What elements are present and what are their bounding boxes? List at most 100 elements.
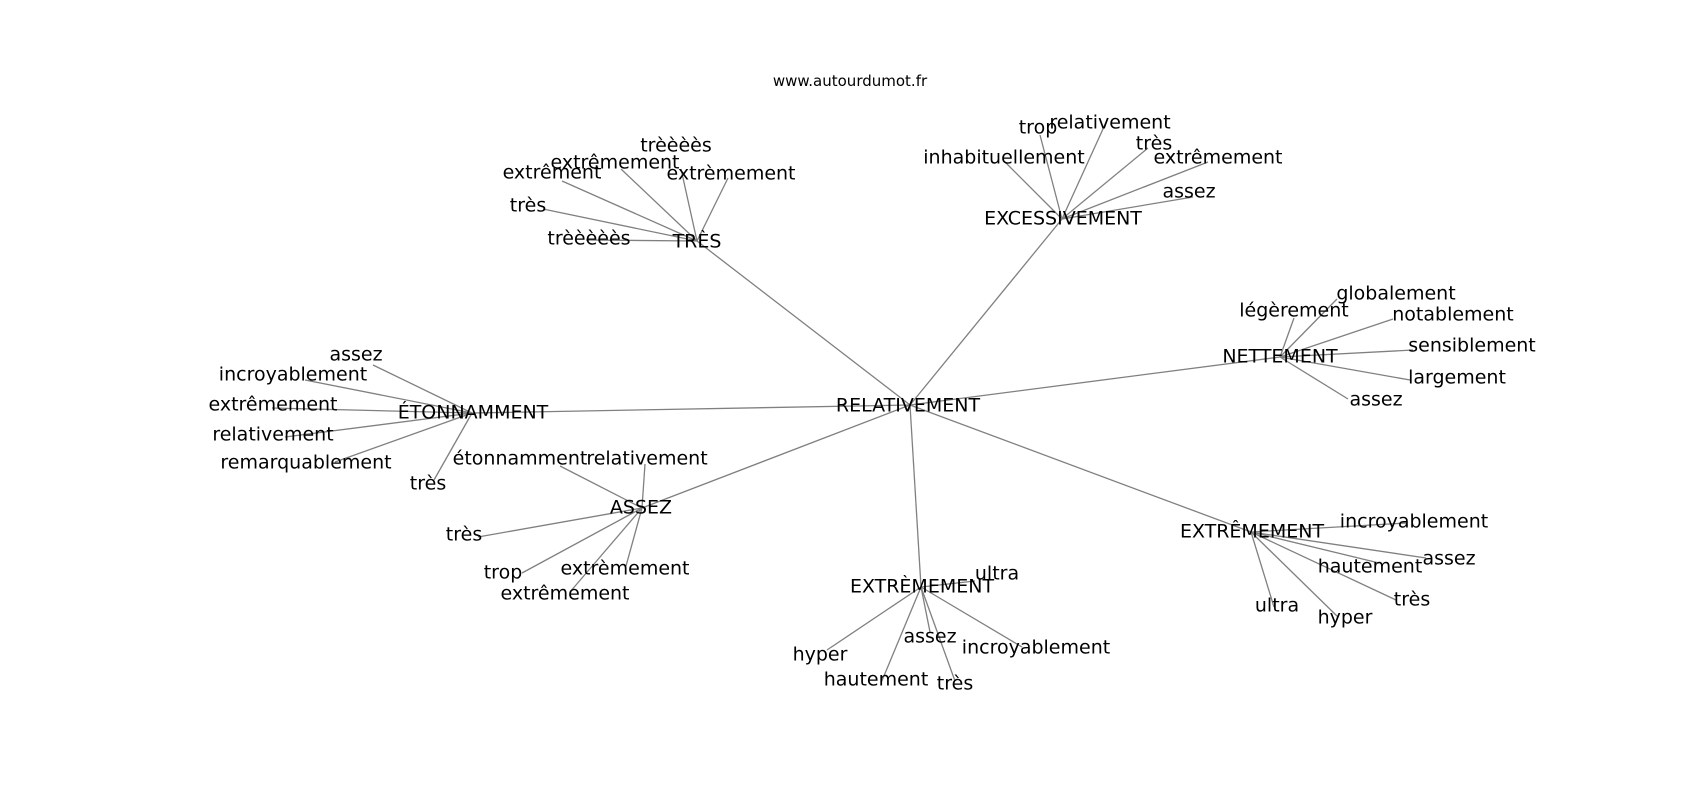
edge-center-hub xyxy=(471,404,911,414)
edge-hub-leaf xyxy=(696,177,729,242)
leaf-word[interactable]: trop xyxy=(484,562,523,584)
leaf-word[interactable]: étonnamment xyxy=(453,448,588,470)
hub-word[interactable]: EXTRÈMEMENT xyxy=(850,575,995,598)
source-url: www.autourdumot.fr xyxy=(772,72,928,90)
leaf-word[interactable]: très xyxy=(446,524,482,546)
leaf-word[interactable]: extrêmement xyxy=(550,152,679,174)
leaf-word[interactable]: très xyxy=(410,473,446,495)
edge-hub-leaf xyxy=(1279,317,1295,358)
leaf-word[interactable]: relativement xyxy=(1049,112,1170,134)
edge-center-hub xyxy=(909,356,1281,406)
leaf-word[interactable]: extrêmement xyxy=(208,394,337,416)
edge-center-hub xyxy=(909,218,1063,406)
edge-hub-leaf xyxy=(1250,522,1408,533)
leaf-word[interactable]: hautement xyxy=(824,669,929,691)
edge-hub-leaf xyxy=(625,507,643,567)
leaf-word[interactable]: assez xyxy=(1349,389,1402,411)
hub-word[interactable]: EXTRÊMEMENT xyxy=(1180,520,1325,543)
leaf-word[interactable]: globalement xyxy=(1336,283,1455,305)
leaf-word[interactable]: trèèèès xyxy=(640,135,712,157)
edge-hub-leaf xyxy=(920,586,956,682)
leaf-word[interactable]: assez xyxy=(1422,548,1475,570)
leaf-word[interactable]: ultra xyxy=(1255,595,1299,617)
edge-hub-leaf xyxy=(1250,531,1339,618)
edge-hub-leaf xyxy=(880,586,922,684)
leaf-word[interactable]: incroyablement xyxy=(219,364,367,386)
edge-hub-leaf xyxy=(1279,349,1414,358)
leaf-word[interactable]: remarquablement xyxy=(220,452,391,474)
edge-center-hub xyxy=(696,240,911,406)
edge-hub-leaf xyxy=(1250,531,1397,601)
edge-hub-leaf xyxy=(920,586,931,633)
edge-hub-leaf xyxy=(1279,318,1394,358)
edge-hub-leaf xyxy=(559,465,643,509)
edge-hub-leaf xyxy=(1061,147,1149,220)
leaf-word[interactable]: hautement xyxy=(1318,556,1423,578)
leaf-word[interactable]: assez xyxy=(1162,181,1215,203)
center-word[interactable]: RELATIVEMENT xyxy=(836,395,981,417)
leaf-word[interactable]: trop xyxy=(1019,117,1058,139)
leaf-word[interactable]: très xyxy=(1394,589,1430,611)
edge-hub-leaf xyxy=(680,168,698,242)
edge-hub-leaf xyxy=(826,586,922,651)
edge-hub-leaf xyxy=(920,586,1023,648)
edge-hub-leaf xyxy=(334,412,473,463)
edge-hub-leaf xyxy=(920,580,976,588)
edge-hub-leaf xyxy=(372,364,473,414)
edge-hub-leaf xyxy=(304,379,473,414)
edge-hub-leaf xyxy=(641,463,646,509)
edge-center-hub xyxy=(909,404,922,588)
edge-hub-leaf xyxy=(569,507,643,593)
edge-hub-leaf xyxy=(284,412,473,438)
edge-hub-leaf xyxy=(1250,531,1380,564)
leaf-word[interactable]: extrêment xyxy=(503,162,602,184)
hub-word[interactable]: EXCESSIVEMENT xyxy=(984,208,1142,230)
leaf-word[interactable]: assez xyxy=(329,344,382,366)
edge-hub-leaf xyxy=(1061,161,1209,220)
edge-hub-leaf xyxy=(542,208,698,242)
leaf-word[interactable]: extrêmement xyxy=(1153,147,1282,169)
leaf-word[interactable]: incroyablement xyxy=(1340,511,1488,533)
leaf-word[interactable]: inhabituellement xyxy=(923,147,1084,169)
leaf-word[interactable]: très xyxy=(1136,133,1172,155)
leaf-word[interactable]: ultra xyxy=(975,563,1019,585)
edge-hub-leaf xyxy=(1279,356,1411,381)
edge-hub-leaf xyxy=(1250,531,1427,559)
leaf-word[interactable]: légèrement xyxy=(1239,300,1349,322)
edge-hub-leaf xyxy=(433,412,473,481)
leaf-word[interactable]: extrêmement xyxy=(500,583,629,605)
leaf-word[interactable]: relativement xyxy=(586,448,707,470)
hub-word[interactable]: ÉTONNAMMENT xyxy=(398,401,549,424)
edge-hub-leaf xyxy=(271,407,473,414)
leaf-word[interactable]: très xyxy=(510,195,546,217)
leaf-word[interactable]: extrèmement xyxy=(666,163,795,185)
edge-hub-leaf xyxy=(1250,531,1275,608)
edge-hub-leaf xyxy=(585,239,698,242)
edge-hub-leaf xyxy=(1004,161,1063,220)
edge-hub-leaf xyxy=(1279,298,1338,358)
hub-word[interactable]: TRÈS xyxy=(672,230,722,253)
leaf-word[interactable]: relativement xyxy=(212,424,333,446)
edge-hub-leaf xyxy=(561,180,698,242)
leaf-word[interactable]: largement xyxy=(1408,367,1506,389)
leaf-word[interactable]: notablement xyxy=(1392,304,1513,326)
leaf-word[interactable]: sensiblement xyxy=(1408,335,1536,357)
leaf-word[interactable]: incroyablement xyxy=(962,637,1110,659)
leaf-word[interactable]: trèèèèès xyxy=(547,228,630,250)
leaf-word[interactable]: hyper xyxy=(1318,607,1373,629)
hub-word[interactable]: NETTEMENT xyxy=(1222,346,1338,368)
leaf-word[interactable]: assez xyxy=(903,626,956,648)
leaf-word[interactable]: très xyxy=(937,673,973,695)
leaf-word[interactable]: hyper xyxy=(793,644,848,666)
edge-hub-leaf xyxy=(521,507,643,574)
edge-hub-leaf xyxy=(1039,134,1063,220)
edge-hub-leaf xyxy=(1061,117,1109,220)
edge-hub-leaf xyxy=(477,507,643,538)
edge-hub-leaf xyxy=(1279,356,1349,400)
edge-center-hub xyxy=(641,404,911,509)
hub-word[interactable]: ASSEZ xyxy=(610,497,672,519)
leaf-word[interactable]: extrèmement xyxy=(560,558,689,580)
edge-hub-leaf xyxy=(1061,196,1194,220)
